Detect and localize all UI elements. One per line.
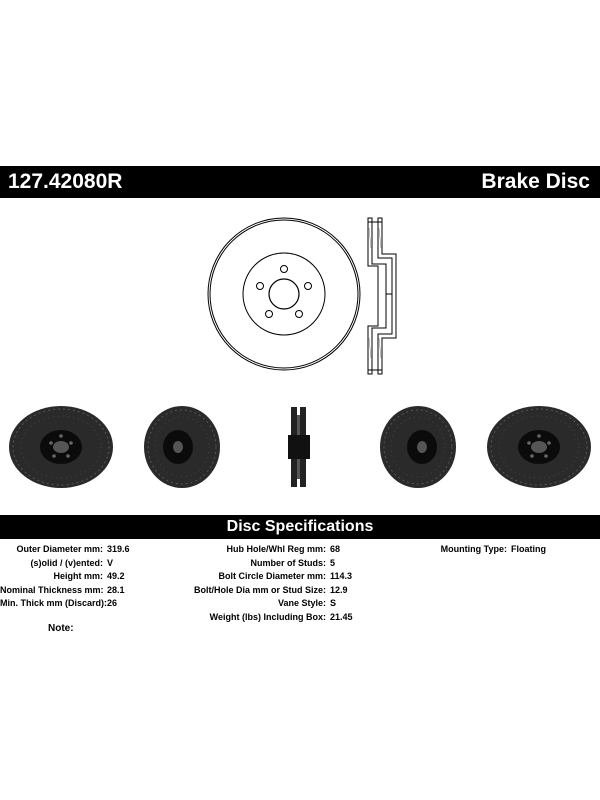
spec-row: Vane Style: S <box>170 597 353 611</box>
spec-value: 26 <box>107 598 118 609</box>
spec-row: Hub Hole/Whl Reg mm:68 <box>170 543 353 557</box>
spec-label: Hub Hole/Whl Reg mm: <box>226 544 327 554</box>
spec-value: Floating <box>511 544 546 554</box>
spec-row: Bolt Circle Diameter mm: 114.3 <box>170 570 353 584</box>
spec-label: Vane Style: <box>277 598 326 609</box>
spec-label: Mounting Type: <box>440 544 507 554</box>
disc-photo-angled-right <box>380 406 456 488</box>
spec-label: Nominal Thickness mm: <box>0 584 104 595</box>
spec-row: Bolt/Hole Dia mm or Stud Size: 12.9 <box>170 584 353 598</box>
spec-row: (s)olid / (v)ented:V <box>0 557 130 571</box>
spec-value: 28.1 <box>107 584 125 595</box>
spec-row: Weight (lbs) Including Box: 21.45 <box>170 611 353 625</box>
spec-row: Height mm:49.2 <box>0 570 130 584</box>
spec-label: Bolt Circle Diameter mm: <box>218 571 326 582</box>
disc-photo-angled-left <box>144 406 220 488</box>
product-type: Brake Disc <box>481 170 590 193</box>
disc-photo-front-left <box>9 406 113 488</box>
section-title: Disc Specifications <box>0 515 600 539</box>
title-bar: 127.42080R Brake Disc <box>0 166 600 198</box>
disc-technical-drawing <box>207 217 397 375</box>
spec-value: 114.3 <box>330 571 353 582</box>
product-photos <box>0 405 600 515</box>
spec-value: 21.45 <box>330 611 353 622</box>
spec-label: Outer Diameter mm: <box>16 544 103 554</box>
note-label: Note: <box>48 623 74 634</box>
spec-value: 68 <box>330 544 341 554</box>
spec-label: Bolt/Hole Dia mm or Stud Size: <box>193 584 326 595</box>
part-number: 127.42080R <box>8 170 123 193</box>
spec-label: Min. Thick mm (Discard): <box>0 598 108 609</box>
spec-value: 49.2 <box>107 571 125 582</box>
disc-photo-side <box>288 407 310 487</box>
spec-value: V <box>107 557 114 568</box>
disc-side-section <box>367 217 397 375</box>
spec-value: S <box>330 598 337 609</box>
spec-row: Number of Studs:5 <box>170 557 353 571</box>
spec-label: (s)olid / (v)ented: <box>30 557 104 568</box>
spec-column-2: Hub Hole/Whl Reg mm:68 Number of Studs:5… <box>170 543 353 625</box>
disc-front-view <box>207 217 361 371</box>
spec-column-1: Outer Diameter mm: 319.6 (s)olid / (v)ent… <box>0 543 130 611</box>
spec-label: Weight (lbs) Including Box: <box>209 611 326 622</box>
spec-row: Min. Thick mm (Discard):26 <box>0 597 130 611</box>
spec-value: 5 <box>330 557 336 568</box>
disc-photo-front-right <box>487 406 591 488</box>
spec-value: 319.6 <box>107 544 130 554</box>
spec-row: Outer Diameter mm: 319.6 <box>0 543 130 557</box>
spec-value: 12.9 <box>330 584 348 595</box>
spec-column-3: Mounting Type: Floating <box>400 543 546 557</box>
spec-row: Mounting Type: Floating <box>400 543 546 557</box>
spec-row: Nominal Thickness mm:28.1 <box>0 584 130 598</box>
spec-label: Height mm: <box>53 571 104 582</box>
spec-label: Number of Studs: <box>250 557 327 568</box>
